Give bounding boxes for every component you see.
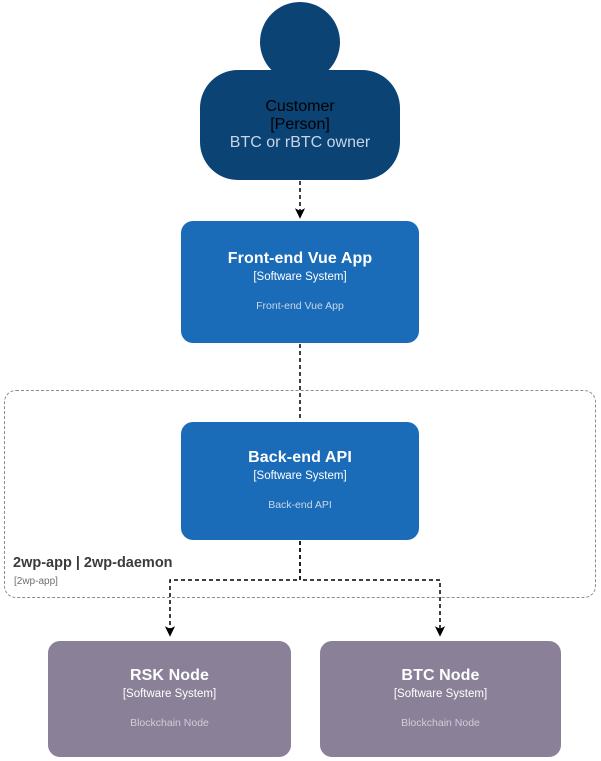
node-backend-api[interactable]: Back-end API [Software System] Back-end … bbox=[181, 422, 419, 540]
boundary-type: [2wp-app] bbox=[14, 576, 58, 587]
node-customer-type: [Person] bbox=[270, 116, 330, 133]
node-backend-description: Back-end API bbox=[268, 499, 332, 512]
node-rsk-node[interactable]: RSK Node [Software System] Blockchain No… bbox=[48, 641, 291, 757]
node-customer-title: Customer bbox=[265, 98, 335, 115]
node-rsk-description: Blockchain Node bbox=[130, 717, 209, 730]
node-btc-title: BTC Node bbox=[401, 666, 480, 684]
node-customer-description: BTC or rBTC owner bbox=[229, 134, 371, 151]
node-rsk-type: [Software System] bbox=[122, 687, 217, 700]
boundary-label: 2wp-app | 2wp-daemon bbox=[13, 555, 173, 571]
node-btc-description: Blockchain Node bbox=[401, 717, 480, 730]
node-frontend-type: [Software System] bbox=[253, 270, 347, 283]
node-btc-type: [Software System] bbox=[393, 687, 488, 700]
node-btc-node[interactable]: BTC Node [Software System] Blockchain No… bbox=[320, 641, 561, 757]
node-frontend-description: Front-end Vue App bbox=[256, 300, 344, 313]
node-backend-title: Back-end API bbox=[248, 448, 352, 466]
node-frontend-vue-app[interactable]: Front-end Vue App [Software System] Fron… bbox=[181, 221, 419, 343]
person-head-icon bbox=[260, 2, 340, 82]
person-body: Customer [Person] BTC or rBTC owner bbox=[200, 70, 400, 180]
node-customer[interactable]: Customer [Person] BTC or rBTC owner bbox=[200, 0, 400, 180]
node-rsk-title: RSK Node bbox=[129, 666, 210, 684]
node-frontend-title: Front-end Vue App bbox=[227, 249, 373, 267]
boundary-2wp-app: 2wp-app | 2wp-daemon [2wp-app] bbox=[4, 390, 596, 598]
node-backend-type: [Software System] bbox=[253, 469, 347, 482]
